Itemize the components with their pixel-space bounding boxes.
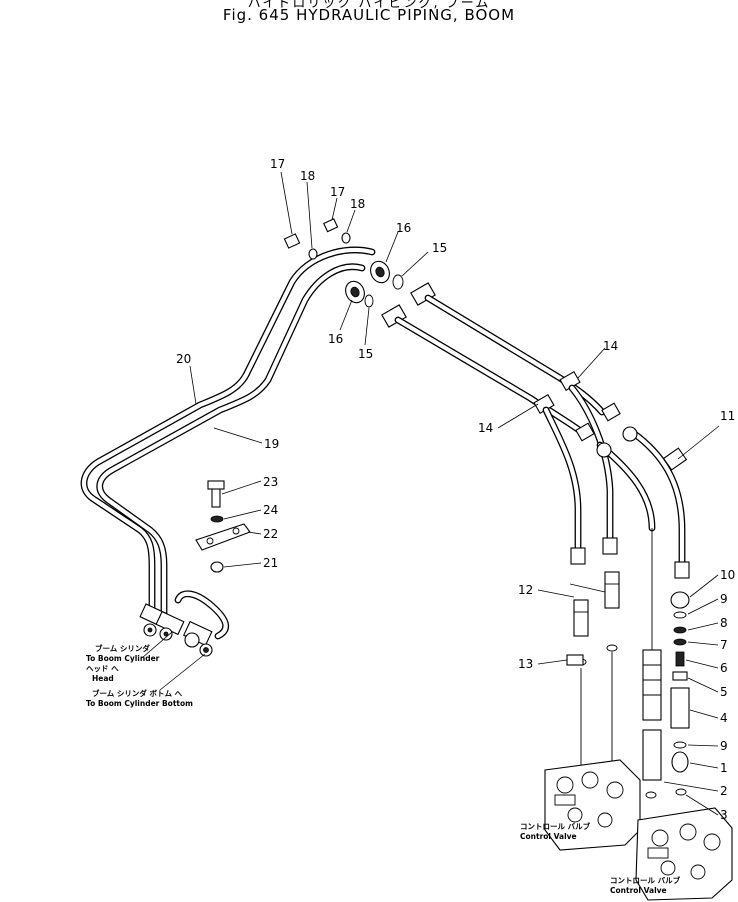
o-ring-13 [566,644,618,666]
note-head-en: Head [92,674,114,683]
pipe-return-loop [174,590,229,640]
callout-21: 21 [263,556,278,570]
callout-11: 11 [720,409,735,423]
callout-19: 19 [264,437,279,451]
leader-lines [141,171,720,816]
callout-23: 23 [263,475,278,489]
callout-13: 13 [518,657,533,671]
callout-16: 16 [396,221,411,235]
callout-17: 17 [270,157,285,171]
callout-14: 14 [603,339,618,353]
hose-right-2 [568,384,614,542]
o-ring-15 [364,274,404,308]
washer-18 [308,232,351,260]
callout-18: 18 [300,169,315,183]
bolt-17 [283,218,339,249]
note-control-valve-en-2: Control Valve [610,886,667,895]
callout-1: 1 [720,761,728,775]
callout-7: 7 [720,638,728,652]
callout-3: 3 [720,808,728,822]
callout-9: 9 [720,739,728,753]
boom-cylinder-fittings [139,603,213,657]
fittings-14 [533,371,621,442]
note-boom-cylinder-bottom-jp: ブーム シリンダ ボトム へ [92,688,183,698]
callout-8: 8 [720,616,728,630]
note-control-valve-jp-1: コントロール バルブ [520,821,591,831]
callout-10: 10 [720,568,735,582]
callout-4: 4 [720,711,728,725]
callout-16: 16 [328,332,343,346]
control-valve-2 [635,807,733,901]
note-boom-cylinder-head-en: To Boom Cylinder [86,654,160,663]
callout-12: 12 [518,583,533,597]
callout-15: 15 [432,241,447,255]
pipe-20 [80,246,376,616]
right-component-stack [642,591,690,799]
note-boom-cylinder-bottom-en: To Boom Cylinder Bottom [86,699,193,708]
pipe-to-fitting-upper [424,294,606,416]
callout-24: 24 [263,503,278,517]
callout-17: 17 [330,185,345,199]
pipe-19 [96,263,366,622]
callout-18: 18 [350,197,365,211]
callout-14: 14 [478,421,493,435]
note-control-valve-jp-2: コントロール バルブ [610,875,681,885]
hose-right-4 [628,428,686,566]
callout-22: 22 [263,527,278,541]
flange-16-lower [345,280,365,304]
callout-6: 6 [720,661,728,675]
note-boom-cylinder-head-jp: ブーム シリンダ [95,643,150,653]
callout-15: 15 [358,347,373,361]
callout-9: 9 [720,592,728,606]
fitting-12 [573,571,620,637]
pipe-to-fitting-lower [394,316,586,436]
vertical-lines-to-valve [580,528,653,800]
clamp-assembly [195,480,251,573]
flange-block-right [381,282,436,328]
callout-20: 20 [176,352,191,366]
note-control-valve-en-1: Control Valve [520,832,577,841]
figure-title-japanese: ハイドロリック パイピング, ブーム [247,0,491,11]
figure-title: Fig. 645 HYDRAULIC PIPING, BOOM [222,6,516,24]
note-head-jp: ヘッド へ [86,664,119,673]
callout-5: 5 [720,685,728,699]
control-valve-1 [544,759,641,851]
hose-right-1 [542,406,582,552]
callout-2: 2 [720,784,728,798]
flange-16-upper [370,260,390,284]
hose-fittings-ends [570,426,690,579]
